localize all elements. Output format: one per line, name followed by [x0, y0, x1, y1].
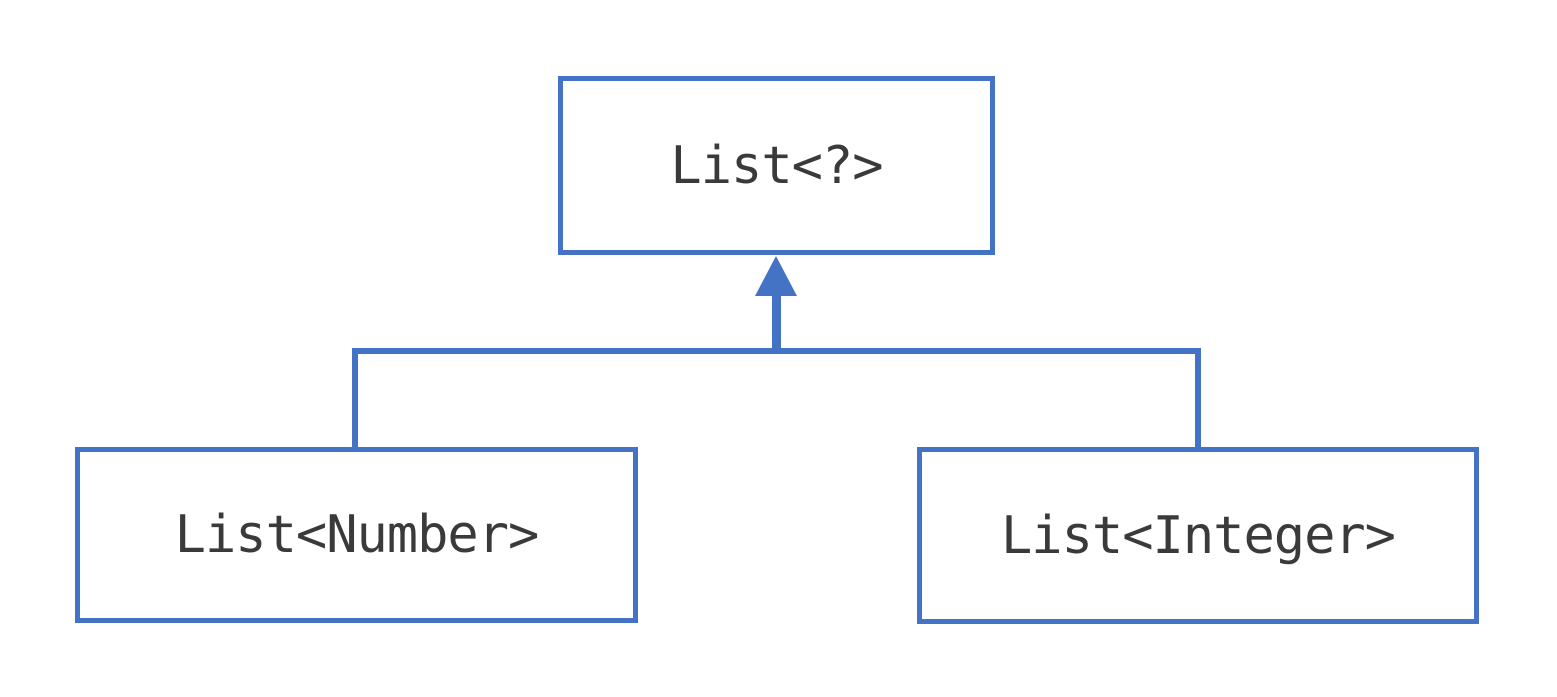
node-list-integer: List<Integer> — [917, 447, 1479, 624]
connector-left-drop-line — [352, 348, 358, 448]
node-label: List<?> — [670, 135, 883, 196]
connector-arrow-shaft — [772, 292, 781, 353]
node-list-number: List<Number> — [75, 447, 638, 623]
node-label: List<Integer> — [1001, 505, 1396, 566]
node-label: List<Number> — [174, 505, 540, 565]
connector-right-drop-line — [1195, 348, 1201, 448]
arrow-up-icon — [755, 256, 797, 296]
node-list-wildcard: List<?> — [558, 76, 995, 255]
